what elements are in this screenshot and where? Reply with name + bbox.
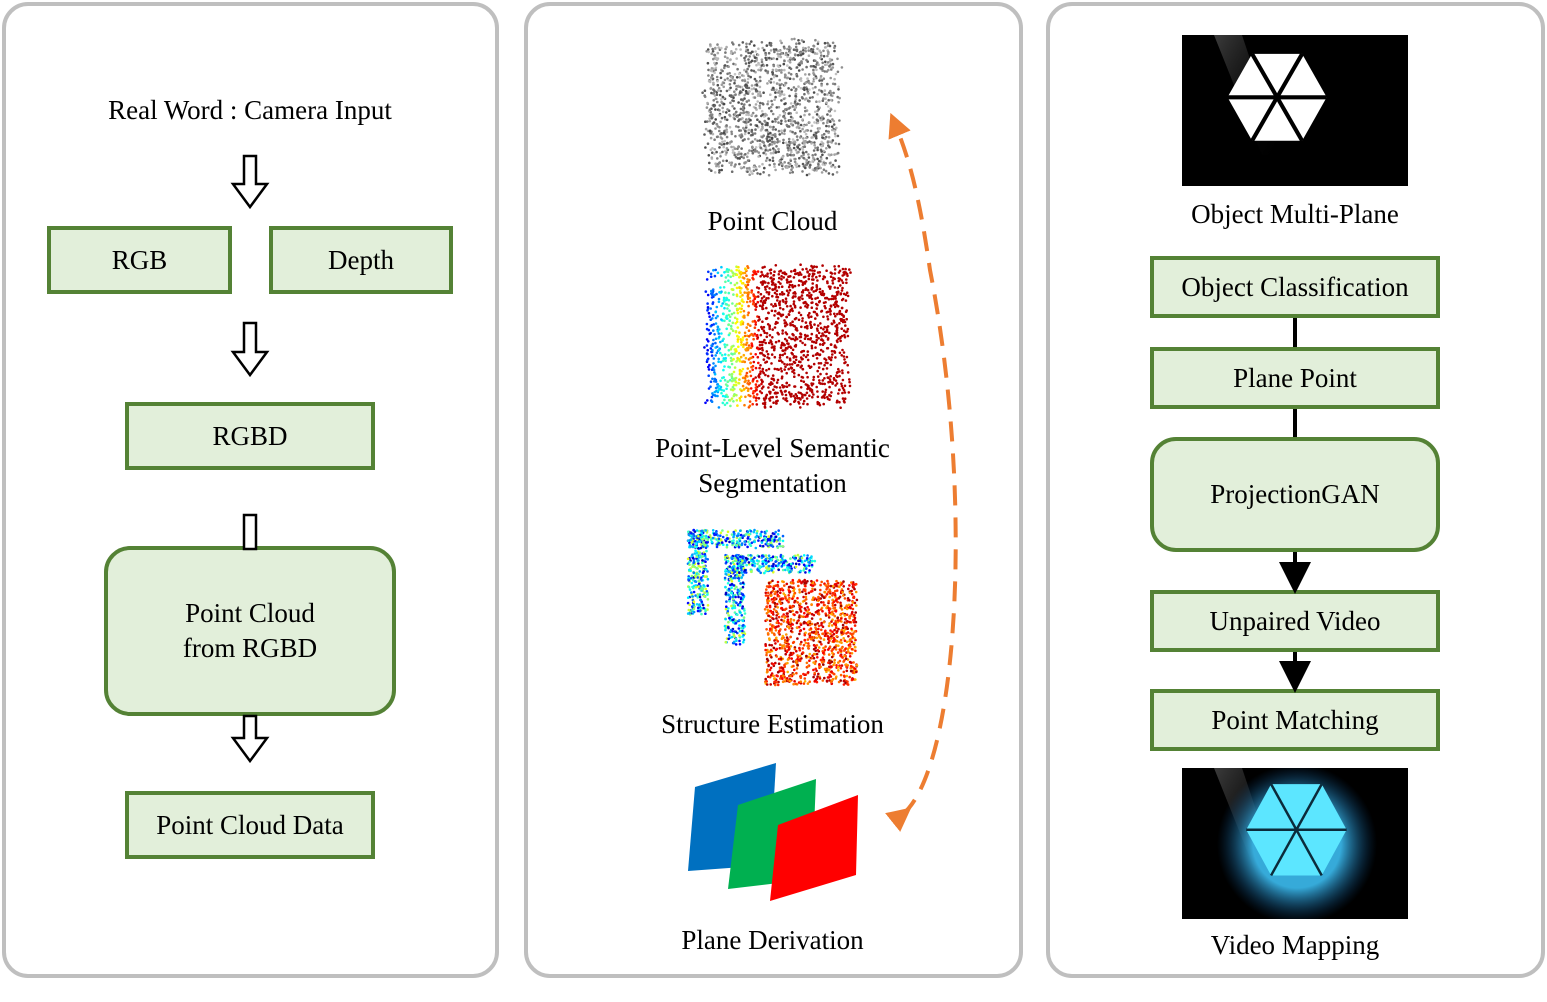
structure-estimation-label: Structure Estimation (661, 709, 884, 739)
semantic-segmentation-line2: Segmentation (698, 468, 847, 498)
semantic-segmentation-label: Point-Level Semantic Segmentation (600, 431, 945, 501)
point-cloud-image (701, 37, 844, 177)
camera-input-label: Real Word : Camera Input (108, 95, 392, 125)
rgbd-box: RGBD (125, 402, 375, 470)
depth-box: Depth (269, 226, 453, 294)
point-cloud-label: Point Cloud (707, 206, 838, 236)
plane-derivation-label: Plane Derivation (681, 925, 864, 955)
object-classification-box: Object Classification (1150, 256, 1440, 318)
object-multi-plane-label: Object Multi-Plane (1191, 199, 1399, 229)
projection-gan-box: ProjectionGAN (1150, 437, 1440, 552)
point-cloud-from-rgbd-line1: Point Cloud (185, 598, 315, 628)
semantic-segmentation-line1: Point-Level Semantic (655, 433, 890, 463)
plane-point-box: Plane Point (1150, 347, 1440, 409)
point-matching-box: Point Matching (1150, 689, 1440, 751)
unpaired-video-box: Unpaired Video (1150, 590, 1440, 652)
structure-estimation-image (686, 528, 859, 687)
point-cloud-data-box: Point Cloud Data (125, 791, 375, 859)
video-mapping-image (1182, 768, 1408, 919)
segmented-cube-icon (703, 263, 852, 409)
hexagon-icon (1227, 52, 1327, 142)
object-multi-plane-image (1182, 35, 1408, 186)
semantic-segmentation-image (703, 263, 852, 409)
glowing-hexagon-icon (1246, 783, 1347, 877)
plane-derivation-image (688, 763, 858, 901)
point-cloud-cube-icon (701, 37, 844, 177)
point-cloud-from-rgbd-box: Point Cloud from RGBD (104, 546, 396, 716)
red-plane (770, 795, 858, 901)
point-cloud-from-rgbd-line2: from RGBD (182, 633, 318, 663)
rgb-box: RGB (47, 226, 232, 294)
structure-planes-icon (686, 528, 859, 687)
video-mapping-label: Video Mapping (1210, 930, 1380, 960)
